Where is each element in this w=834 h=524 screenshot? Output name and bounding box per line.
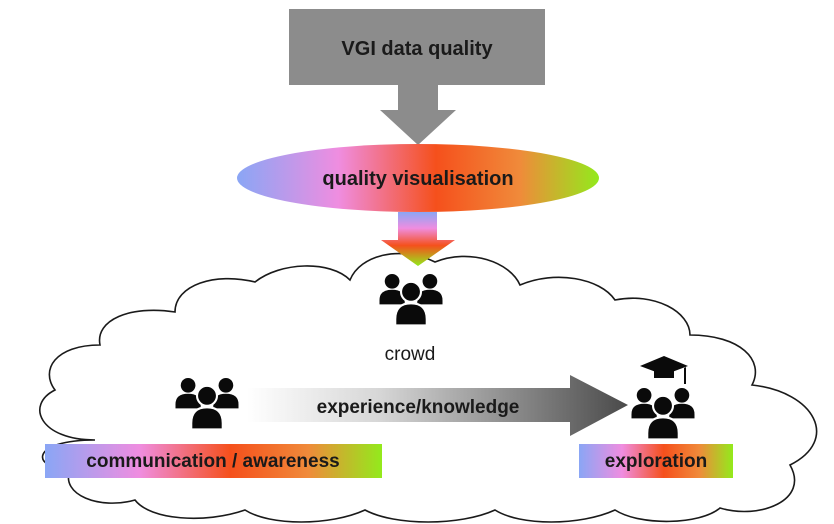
quality-visualisation-label: quality visualisation <box>322 168 513 190</box>
down-arrow-rainbow <box>381 212 455 266</box>
down-arrow-gray <box>380 85 456 145</box>
graduate-people-icon <box>630 356 696 441</box>
exploration-box <box>579 444 733 478</box>
crowd-label: crowd <box>385 344 436 365</box>
communication-awareness-label: communication / awareness <box>86 451 339 472</box>
vgi-data-quality-box <box>289 9 545 85</box>
experience-knowledge-label: experience/knowledge <box>317 397 520 418</box>
exploration-label: exploration <box>605 451 707 472</box>
vgi-data-quality-label: VGI data quality <box>341 38 493 60</box>
experience-arrow <box>247 375 628 436</box>
communication-awareness-box <box>45 444 382 478</box>
quality-visualisation-ellipse <box>237 144 599 212</box>
graduation-cap-icon <box>640 356 688 375</box>
